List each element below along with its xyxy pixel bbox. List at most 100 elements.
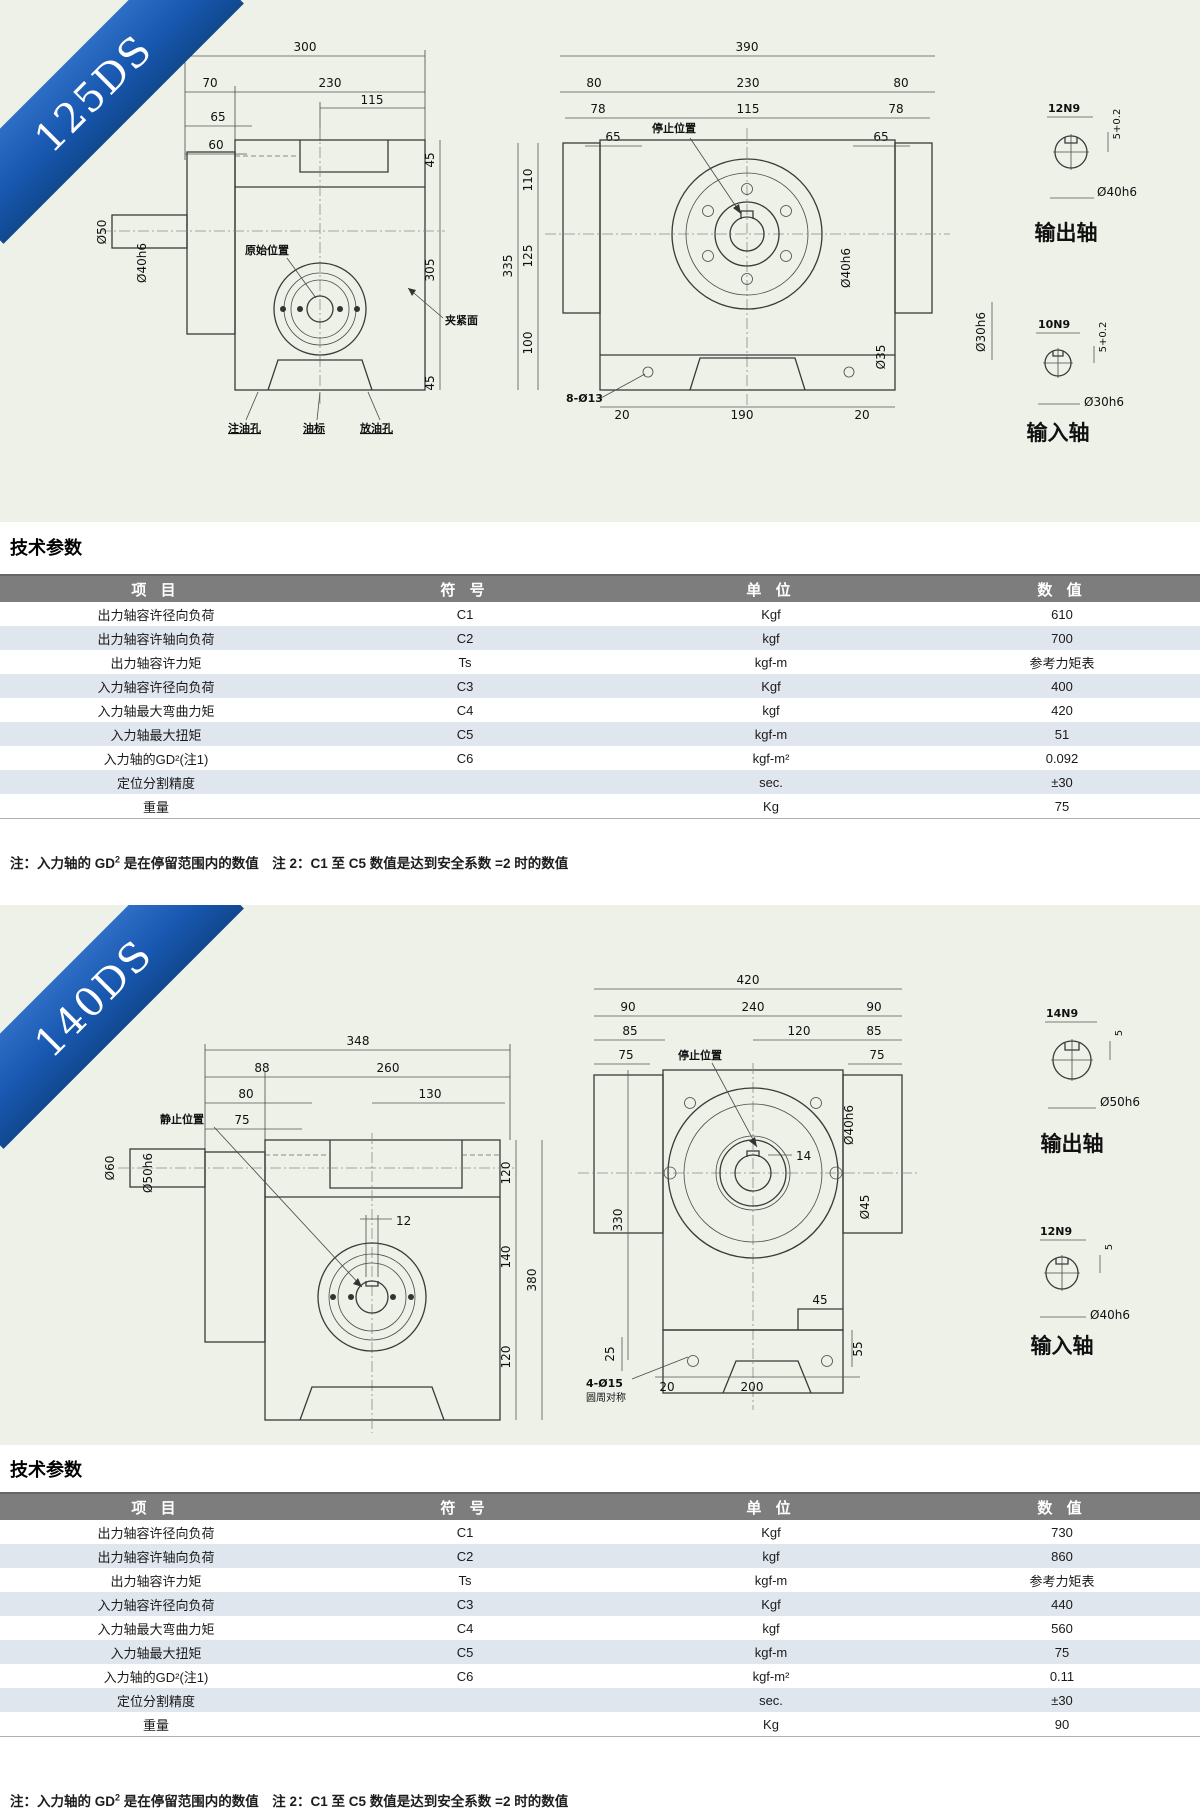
dim-label: 330: [611, 1209, 625, 1232]
technical-drawing-140ds: 348 88 260 80 130 75: [103, 973, 1140, 1433]
dim-label-keyway: 10N9: [1038, 318, 1070, 331]
dim-label-keyway: 12N9: [1048, 102, 1080, 115]
table-cell: 420: [924, 698, 1200, 722]
dim-label: 90: [620, 1000, 635, 1014]
table-cell: kgf-m²: [618, 1664, 924, 1688]
dim-label: 390: [736, 40, 759, 54]
dim-label-keyway: 12: [396, 1214, 411, 1228]
dim-label: 65: [873, 130, 888, 144]
table-cell: Kg: [618, 794, 924, 819]
dim-label: 240: [742, 1000, 765, 1014]
table-cell: kgf-m²: [618, 746, 924, 770]
table-cell: 入力轴的GD²(注1): [0, 746, 312, 770]
table-cell: C1: [312, 602, 618, 626]
front-view-125ds: 390 80 230 80 78 115 78 65 65: [501, 40, 993, 422]
dim-label-dia: Ø35: [874, 345, 888, 370]
callout-symmetry: 圆周对称: [586, 1391, 626, 1404]
dim-label: 100: [521, 332, 535, 355]
dim-label: 65: [605, 130, 620, 144]
output-shaft-label: 输出轴: [1035, 221, 1098, 245]
table-cell: 700: [924, 626, 1200, 650]
dim-label: 70: [202, 76, 217, 90]
dim-label: 75: [234, 1113, 249, 1127]
shaft-sections-125ds: 12N9 5+0.2 Ø40h6 输出轴 10N9 5+0.2: [1027, 102, 1137, 445]
table-cell: C5: [312, 1640, 618, 1664]
dim-label-keyway: 14N9: [1046, 1007, 1078, 1020]
table-cell: 定位分割精度: [0, 1688, 312, 1712]
dim-label: 305: [423, 259, 437, 282]
callout-clamp-face: 夹紧面: [445, 313, 478, 327]
col-header-item: 项 目: [0, 1492, 312, 1520]
callout-home-position: 原始位置: [245, 243, 289, 257]
callout-bolt-holes: 4-Ø15: [586, 1377, 623, 1390]
dim-label: 20: [854, 408, 869, 422]
dim-label-keyway: 14: [796, 1149, 811, 1163]
table-cell: C1: [312, 1520, 618, 1544]
note-superscript: 2: [115, 854, 121, 865]
table-cell: 入力轴的GD²(注1): [0, 1664, 312, 1688]
table-cell: [312, 1688, 618, 1712]
dim-label: 60: [208, 138, 223, 152]
table-cell: ±30: [924, 770, 1200, 794]
dim-label-key-depth: 5+0.2: [1098, 322, 1109, 353]
dim-label-keyway: 12N9: [1040, 1225, 1072, 1238]
dim-label: 115: [361, 93, 384, 107]
table-cell: 出力轴容许力矩: [0, 1568, 312, 1592]
table-cell: C3: [312, 674, 618, 698]
table-cell: C4: [312, 698, 618, 722]
table-cell: 入力轴容许径向负荷: [0, 1592, 312, 1616]
dim-label: 230: [737, 76, 760, 90]
dim-label: 125: [521, 245, 535, 268]
note-text: 注：入力轴的 GD: [10, 856, 116, 871]
dim-label: 80: [238, 1087, 253, 1101]
side-view-125ds: 300 70 230 115 65 60: [95, 40, 478, 435]
dim-label-key-depth: 5: [1114, 1030, 1125, 1036]
table-cell: C6: [312, 1664, 618, 1688]
callout-oil-fill-hole: 注油孔: [228, 421, 261, 435]
callout-oil-drain-hole: 放油孔: [359, 421, 393, 435]
dim-label-shaft-dia: Ø40h6: [135, 243, 149, 283]
table-cell: C5: [312, 722, 618, 746]
table-cell: 参考力矩表: [924, 1568, 1200, 1592]
dim-label-dia: Ø30h6: [974, 312, 988, 352]
table-cell: 定位分割精度: [0, 770, 312, 794]
table-row: 定位分割精度 sec.±30: [0, 770, 1200, 794]
dim-label-dia: Ø30h6: [1084, 395, 1124, 409]
table-cell: [312, 794, 618, 819]
col-header-symbol: 符 号: [312, 1492, 618, 1520]
dim-label: 85: [622, 1024, 637, 1038]
dim-label: 90: [866, 1000, 881, 1014]
dim-label: 78: [888, 102, 903, 116]
drawing-panel-140ds: 348 88 260 80 130 75: [0, 905, 1200, 1445]
dim-label: 45: [423, 375, 437, 390]
section-heading-125ds: 技术参数: [10, 538, 82, 558]
front-view-140ds: 420 90 240 90 85 120 85 75 75: [578, 973, 918, 1410]
dim-label-dia: Ø40h6: [839, 248, 853, 288]
table-cell: kgf: [618, 1544, 924, 1568]
note-125ds: 注：入力轴的 GD2 是在停留范围内的数值 注 2：C1 至 C5 数值是达到安…: [10, 852, 568, 872]
table-cell: kgf-m: [618, 1568, 924, 1592]
drawing-panel-125ds: 300 70 230 115 65 60: [0, 0, 1200, 522]
table-cell: 出力轴容许径向负荷: [0, 1520, 312, 1544]
table-cell: Ts: [312, 650, 618, 674]
dim-label-key-depth: 5: [1104, 1244, 1115, 1250]
dim-label: 380: [525, 1269, 539, 1292]
table-cell: sec.: [618, 770, 924, 794]
table-cell: C2: [312, 626, 618, 650]
note-text: 是在停留范围内的数值 注 2：C1 至 C5 数值是达到安全系数 =2 时的数值: [120, 1794, 569, 1809]
table-cell: Kgf: [618, 1520, 924, 1544]
note-superscript: 2: [115, 1792, 121, 1803]
table-cell: 入力轴最大弯曲力矩: [0, 1616, 312, 1640]
note-text: 是在停留范围内的数值 注 2：C1 至 C5 数值是达到安全系数 =2 时的数值: [120, 856, 569, 871]
table-cell: 400: [924, 674, 1200, 698]
dim-label: 25: [603, 1346, 617, 1361]
